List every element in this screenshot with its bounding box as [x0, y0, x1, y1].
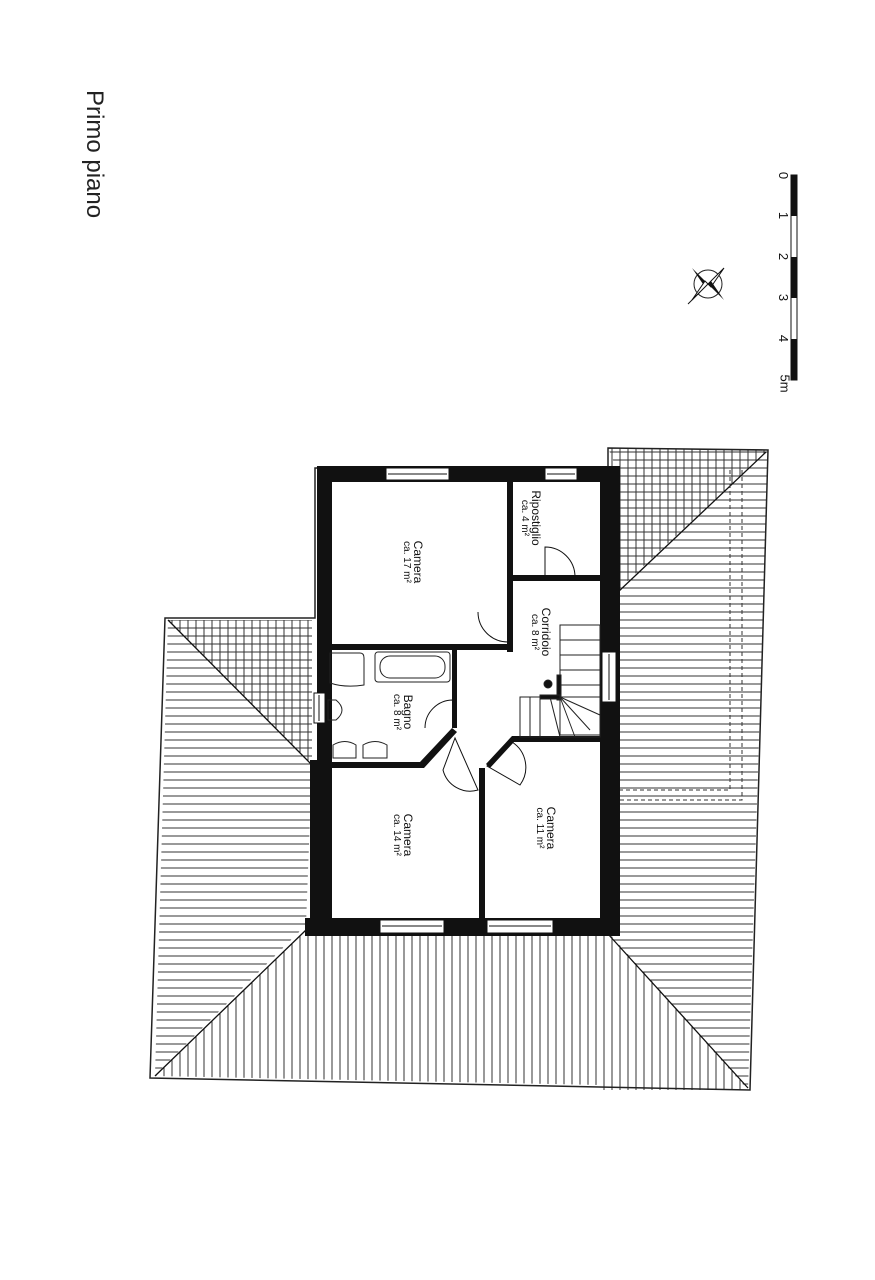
room-camera-17: Camera ca. 17 m² — [400, 540, 425, 584]
room-name: Corridoio — [539, 607, 553, 657]
room-camera-14: Camera ca. 14 m² — [390, 813, 415, 857]
scale-tick-5: 5m — [777, 374, 793, 393]
compass-rose-icon — [687, 267, 725, 305]
room-name: Camera — [401, 813, 415, 857]
room-area: ca. 17 m² — [401, 541, 412, 583]
room-name: Bagno — [401, 694, 415, 730]
room-area: ca. 8 m² — [529, 613, 540, 651]
roof — [149, 447, 769, 1091]
room-area: ca. 14 m² — [391, 814, 402, 856]
scale-tick-0: 0 — [776, 171, 792, 180]
room-camera-11: Camera ca. 11 m² — [533, 806, 558, 850]
scale-tick-2: 2 — [776, 252, 792, 261]
doors — [424, 546, 576, 792]
floor-title: Primo piano — [81, 90, 108, 219]
room-name: Ripostiglio — [529, 490, 543, 546]
scale-tick-4: 4 — [776, 334, 792, 343]
scale-tick-3: 3 — [776, 293, 792, 302]
staircase — [519, 624, 601, 738]
room-area: ca. 11 m² — [534, 807, 545, 849]
room-corridoio: Corridoio ca. 8 m² — [528, 607, 553, 657]
room-name: Camera — [544, 806, 558, 850]
scale-tick-1: 1 — [776, 211, 792, 220]
room-name: Camera — [411, 540, 425, 584]
room-bagno: Bagno ca. 8 m² — [390, 693, 415, 731]
bathroom-fixtures — [327, 651, 451, 759]
room-area: ca. 8 m² — [391, 693, 402, 731]
room-ripostiglio: Ripostiglio ca. 4 m² — [518, 490, 543, 546]
windows — [313, 467, 617, 934]
scale-bar — [790, 174, 798, 381]
